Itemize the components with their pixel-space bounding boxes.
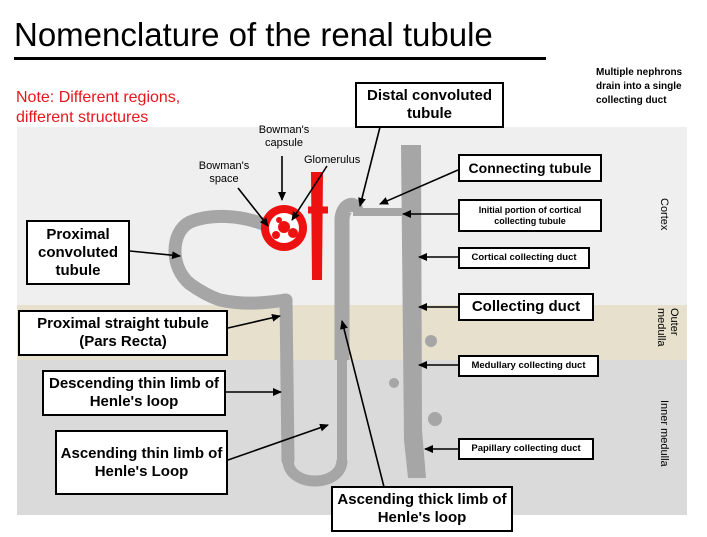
medullary-collecting-duct-box: Medullary collecting duct	[458, 355, 599, 377]
side-duct-bud	[428, 412, 442, 426]
page-title: Nomenclature of the renal tubule	[14, 16, 493, 53]
proximal-tubule-shape	[168, 209, 295, 467]
ascending-thin-limb-box: Ascending thin limb of Henle's Loop	[55, 430, 228, 495]
ascending-thick-limb-box: Ascending thick limb of Henle's loop	[331, 486, 513, 532]
pointer-arrows	[129, 126, 459, 488]
bowmans-capsule-label: Bowman's capsule	[258, 124, 310, 149]
cortical-collecting-duct-box: Cortical collecting duct	[458, 247, 590, 269]
inner-medulla-zone-label: Inner medulla	[658, 400, 670, 467]
arrow-glomerulus	[291, 165, 328, 221]
distal-convoluted-tubule-box: Distal convoluted tubule	[355, 82, 504, 128]
arrow-ascending-thick	[340, 320, 385, 488]
papillary-collecting-duct-box: Papillary collecting duct	[458, 438, 594, 460]
collecting-duct-shape	[401, 145, 426, 478]
afferent-arteriole	[311, 172, 323, 280]
bowmans-space-label: Bowman's space	[198, 160, 250, 185]
arrow-bowmans-space	[237, 187, 269, 227]
collecting-duct-box: Collecting duct	[458, 293, 594, 321]
cortex-zone-label: Cortex	[658, 198, 670, 231]
side-duct-bud	[389, 378, 399, 388]
descending-thin-limb-box: Descending thin limb of Henle's loop	[42, 370, 226, 416]
proximal-convoluted-tubule-box: Proximal convoluted tubule	[26, 220, 130, 285]
ascending-thick-limb-shape	[334, 197, 364, 360]
glomerular-tuft	[288, 228, 298, 238]
proximal-straight-tubule-box: Proximal straight tubule (Pars Recta)	[18, 310, 228, 356]
glomerular-tuft	[272, 231, 280, 239]
regions-note: Note: Different regions, different struc…	[16, 89, 181, 126]
nephrons-note: Multiple nephrons drain into a single co…	[596, 67, 683, 106]
arrow-distal-convoluted	[358, 126, 381, 207]
arrow-proximal-straight	[227, 313, 281, 329]
henle-loop-bend	[282, 459, 348, 487]
glomerular-tuft	[278, 221, 290, 233]
arrow-connecting-tubule	[379, 169, 459, 205]
side-duct-bud	[425, 335, 437, 347]
glomerular-tuft	[276, 217, 282, 223]
arrow-ascending-thin	[227, 423, 329, 461]
glomerulus-label: Glomerulus	[304, 154, 361, 166]
connecting-tubule-box: Connecting tubule	[458, 154, 602, 182]
title-underline	[14, 57, 546, 60]
arrow-proximal-convoluted	[129, 250, 181, 260]
initial-cortical-collecting-tubule-box: Initial portion of cortical collecting t…	[458, 199, 602, 232]
outer-medulla-zone-label: Outer medulla	[655, 308, 680, 347]
